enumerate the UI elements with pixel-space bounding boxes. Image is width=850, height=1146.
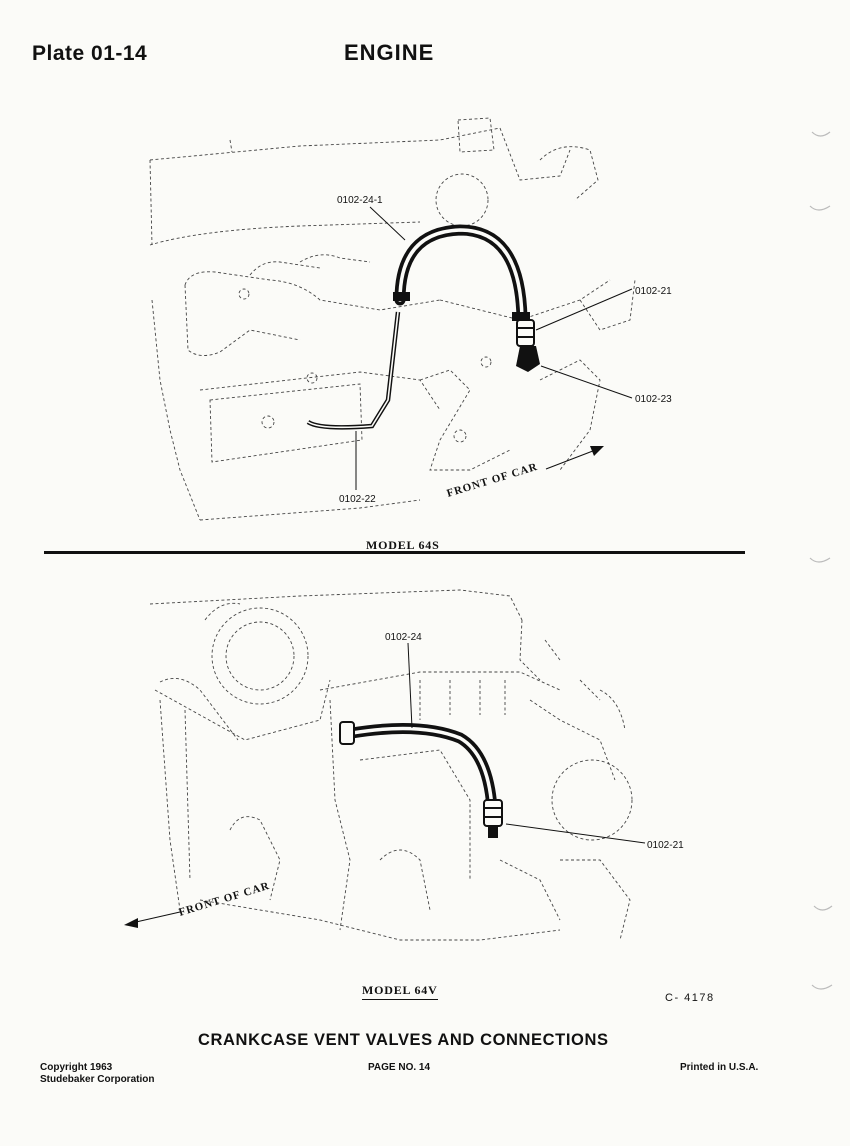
vent-valve-64v xyxy=(483,799,503,827)
vent-elbow-64s xyxy=(516,346,540,372)
figure-caption-bottom: MODEL 64V xyxy=(362,983,438,1000)
vent-hose-64v xyxy=(346,723,498,814)
hose-clamp xyxy=(512,312,530,321)
callout-0102-24: 0102-24 xyxy=(385,632,422,643)
hose-clamp xyxy=(339,721,355,745)
copyright-line-2: Studebaker Corporation xyxy=(40,1074,155,1085)
drawing-code: C- 4178 xyxy=(665,992,715,1004)
page-number: PAGE NO. 14 xyxy=(368,1062,431,1073)
callout-0102-22: 0102-22 xyxy=(339,494,376,505)
front-of-car-label-top: FRONT OF CAR xyxy=(445,461,539,500)
callout-0102-23: 0102-23 xyxy=(635,394,672,405)
figure-caption-top: MODEL 64S xyxy=(366,538,440,552)
callout-0102-21-top: 0102-21 xyxy=(635,286,672,297)
engine-drawing-64v xyxy=(149,589,633,941)
front-arrow-icon xyxy=(124,918,138,928)
plate-number: Plate 01-14 xyxy=(32,42,148,65)
front-of-car-label-bottom: FRONT OF CAR xyxy=(177,880,271,919)
figure-divider xyxy=(44,551,745,554)
vent-tube-64s xyxy=(306,311,401,430)
binder-hole-marks xyxy=(809,131,833,990)
callout-0102-21-bottom: 0102-21 xyxy=(647,840,684,851)
section-title: ENGINE xyxy=(344,40,435,65)
vent-valve-64s xyxy=(516,319,535,347)
callout-0102-24-1: 0102-24-1 xyxy=(337,195,383,206)
hose-clamp xyxy=(393,292,410,301)
front-arrow-icon xyxy=(590,446,604,456)
copyright: Copyright 1963 Studebaker Corporation xyxy=(40,1062,154,1086)
engine-drawing-64s xyxy=(149,117,636,521)
plate-title: CRANKCASE VENT VALVES AND CONNECTIONS xyxy=(198,1031,609,1049)
printed-in: Printed in U.S.A. xyxy=(680,1062,759,1073)
copyright-line-1: Copyright 1963 xyxy=(40,1062,113,1073)
